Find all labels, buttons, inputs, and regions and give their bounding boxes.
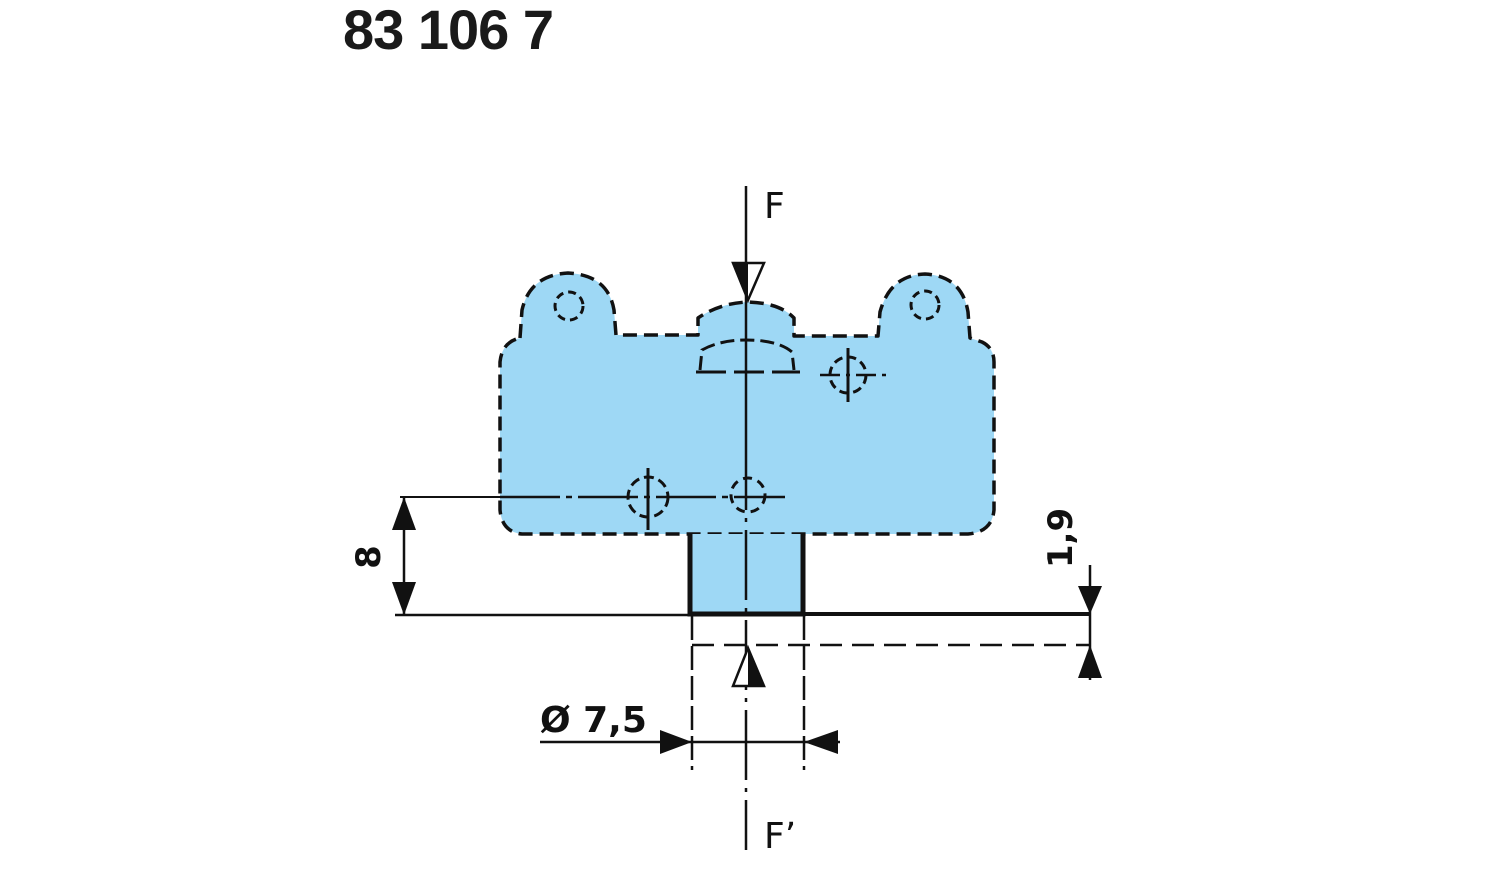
force-label-bottom: F’	[764, 816, 796, 857]
force-arrow-down-icon	[731, 261, 766, 304]
dimension-travel-label: 1,9	[1041, 508, 1081, 568]
dimension-diameter-label: Ø 7,5	[540, 700, 647, 741]
dimension-travel-1-9	[1078, 565, 1102, 680]
part-number-title: 83 106 7	[343, 0, 554, 61]
plunger-travel-lines	[690, 612, 1090, 770]
force-label-top: F	[764, 186, 785, 227]
mounting-hole-crosshair-right	[820, 348, 886, 402]
dimension-plunger-diameter	[540, 730, 840, 754]
mounting-hole-crosshair-center	[729, 476, 767, 514]
dimension-height-label: 8	[349, 545, 389, 569]
dimension-height-8	[392, 497, 690, 617]
force-arrow-up-icon	[731, 644, 766, 688]
